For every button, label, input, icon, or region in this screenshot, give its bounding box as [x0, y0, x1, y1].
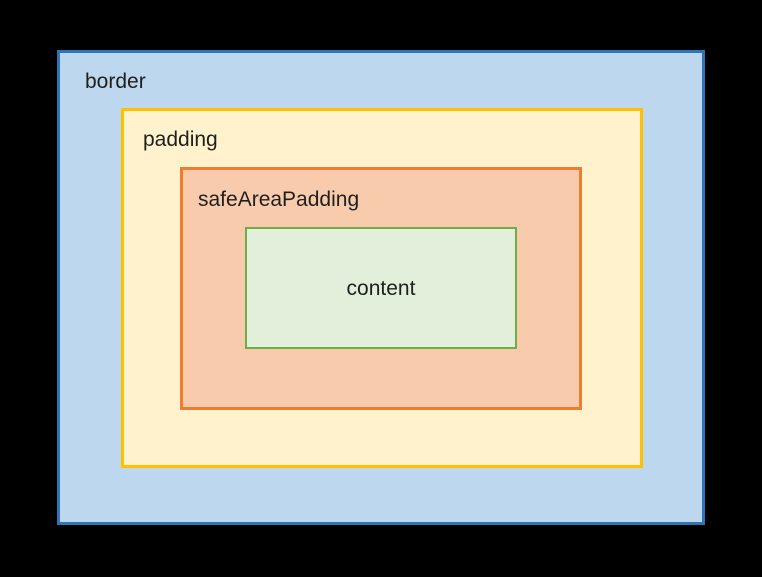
- safe-area-padding-label: safeAreaPadding: [198, 188, 360, 211]
- content-label: content: [346, 276, 416, 300]
- border-box: border padding safeAreaPadding content: [57, 50, 705, 525]
- padding-label: padding: [143, 128, 218, 151]
- content-box: content: [245, 227, 517, 349]
- safe-area-padding-box: safeAreaPadding content: [180, 167, 582, 410]
- border-label: border: [85, 70, 146, 93]
- padding-box: padding safeAreaPadding content: [121, 108, 643, 468]
